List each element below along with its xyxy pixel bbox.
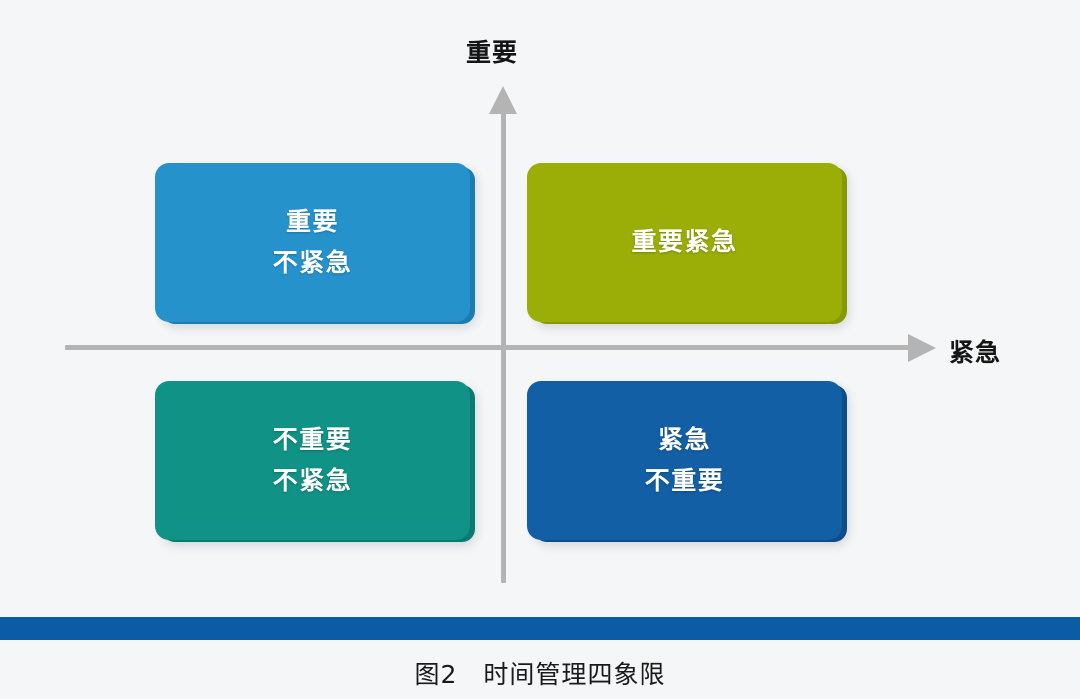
quadrant-label-line: 不紧急 (272, 465, 353, 495)
quadrant-urgent-not-important: 紧急 不重要 (527, 381, 842, 540)
quadrant-label-line: 重要紧急 (631, 227, 738, 257)
y-axis-line (501, 107, 506, 583)
y-axis-label: 重要 (466, 38, 519, 67)
x-axis-label: 紧急 (949, 338, 1002, 367)
quadrant-not-important-not-urgent: 不重要 不紧急 (155, 381, 470, 540)
quadrant-label-line: 重要 (285, 207, 339, 236)
quadrant-label-line: 不重要 (644, 465, 725, 495)
quadrant-label-line: 紧急 (657, 425, 711, 454)
x-axis-line (65, 345, 923, 350)
bottom-divider-rule (0, 617, 1080, 640)
arrow-right-icon (908, 334, 936, 362)
figure-caption: 图2 时间管理四象限 (414, 660, 666, 689)
quadrant-important-not-urgent: 重要 不紧急 (155, 163, 470, 322)
quadrant-label-line: 不紧急 (272, 247, 353, 277)
arrow-up-icon (489, 86, 517, 114)
quadrant-important-urgent: 重要紧急 (527, 163, 842, 322)
quadrant-label-line: 不重要 (272, 425, 353, 454)
